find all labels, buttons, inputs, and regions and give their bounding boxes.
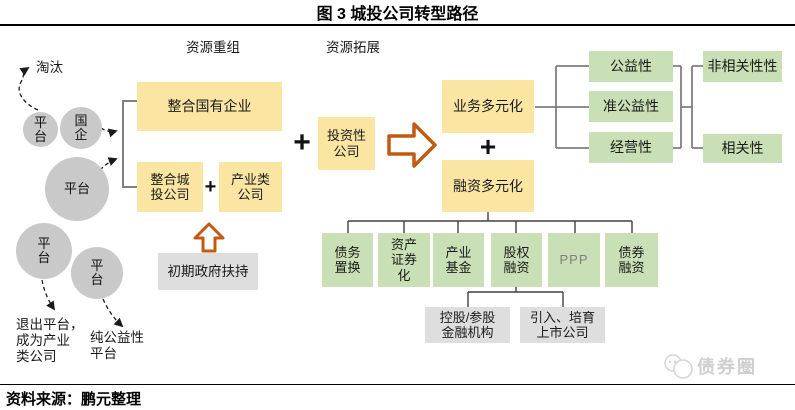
- box-channel-bond: 债券 融资: [605, 233, 658, 287]
- box-related: 相关性: [703, 134, 782, 163]
- box-non-related: 非相关性性: [703, 51, 782, 82]
- box-type-operational: 经营性: [589, 132, 673, 163]
- circle-platform-big: 平台: [45, 157, 109, 221]
- dashed-arrow-pure-welfare: [102, 298, 124, 328]
- box-business-diversify: 业务多元化: [442, 80, 534, 133]
- eliminate-label: 淘汰: [36, 60, 63, 75]
- left-bracket: [122, 100, 137, 188]
- plus-restructure: +: [204, 176, 217, 198]
- box-integrate-soe: 整合国有企业: [137, 82, 282, 131]
- bottom-rule: [0, 384, 795, 385]
- box-financial-institutions: 控股/参股 金融机构: [425, 307, 510, 343]
- right-arrow-icon: [387, 122, 437, 168]
- circle-soe: 国 企: [60, 107, 102, 149]
- box-type-public-welfare: 公益性: [589, 51, 673, 82]
- box-listed-companies: 引入、培育 上市公司: [520, 307, 605, 343]
- box-industrial-co: 产业类 公司: [219, 162, 282, 212]
- speech-bubbles-icon: [664, 354, 693, 379]
- title-rule: [0, 24, 795, 26]
- circle-platform-exit: 平 台: [16, 223, 72, 279]
- up-arrow-icon: [193, 222, 225, 253]
- business-types-bracket: [535, 65, 589, 149]
- dashed-arrow-soe-to-bracket: [100, 127, 118, 138]
- plus-expand: +: [293, 126, 311, 159]
- box-financing-diversify: 融资多元化: [442, 160, 534, 212]
- dashed-arrow-exit-platform: [41, 279, 56, 311]
- box-channel-equity: 股权 融资: [491, 233, 542, 287]
- dashed-arrow-platform-to-bracket: [99, 157, 118, 171]
- figure-title: 图 3 城投公司转型路径: [316, 6, 479, 23]
- relatedness-bracket: [673, 65, 703, 149]
- box-channel-ppp: PPP: [548, 233, 600, 287]
- financing-channels-tree: [347, 212, 633, 233]
- box-integrate-utic: 整合城 投公司: [137, 162, 203, 212]
- circle-platform-small: 平 台: [23, 112, 58, 147]
- header-resource-restructure: 资源重组: [186, 40, 240, 55]
- watermark: 债券圈: [663, 353, 757, 379]
- box-type-quasi-welfare: 准公益性: [589, 91, 673, 122]
- watermark-label: 债券圈: [697, 357, 757, 377]
- circle-platform-welfare: 平 台: [71, 247, 123, 299]
- box-gov-support: 初期政府扶持: [158, 253, 258, 290]
- equity-sub-tree: [467, 287, 564, 307]
- plus-diversify: +: [479, 131, 497, 162]
- header-resource-expand: 资源拓展: [326, 40, 380, 55]
- box-investment-co: 投资性 公司: [318, 117, 375, 170]
- box-channel-abs: 资产 证券 化: [378, 233, 430, 287]
- box-channel-industry-fund: 产业 基金: [433, 233, 484, 287]
- box-channel-debt-swap: 债务 置换: [322, 233, 373, 287]
- exit-platform-note: 退出平台， 成为产业 类公司: [16, 317, 84, 365]
- source-note: 资料来源：鹏元整理: [6, 391, 142, 408]
- pure-welfare-note: 纯公益性 平台: [90, 330, 144, 362]
